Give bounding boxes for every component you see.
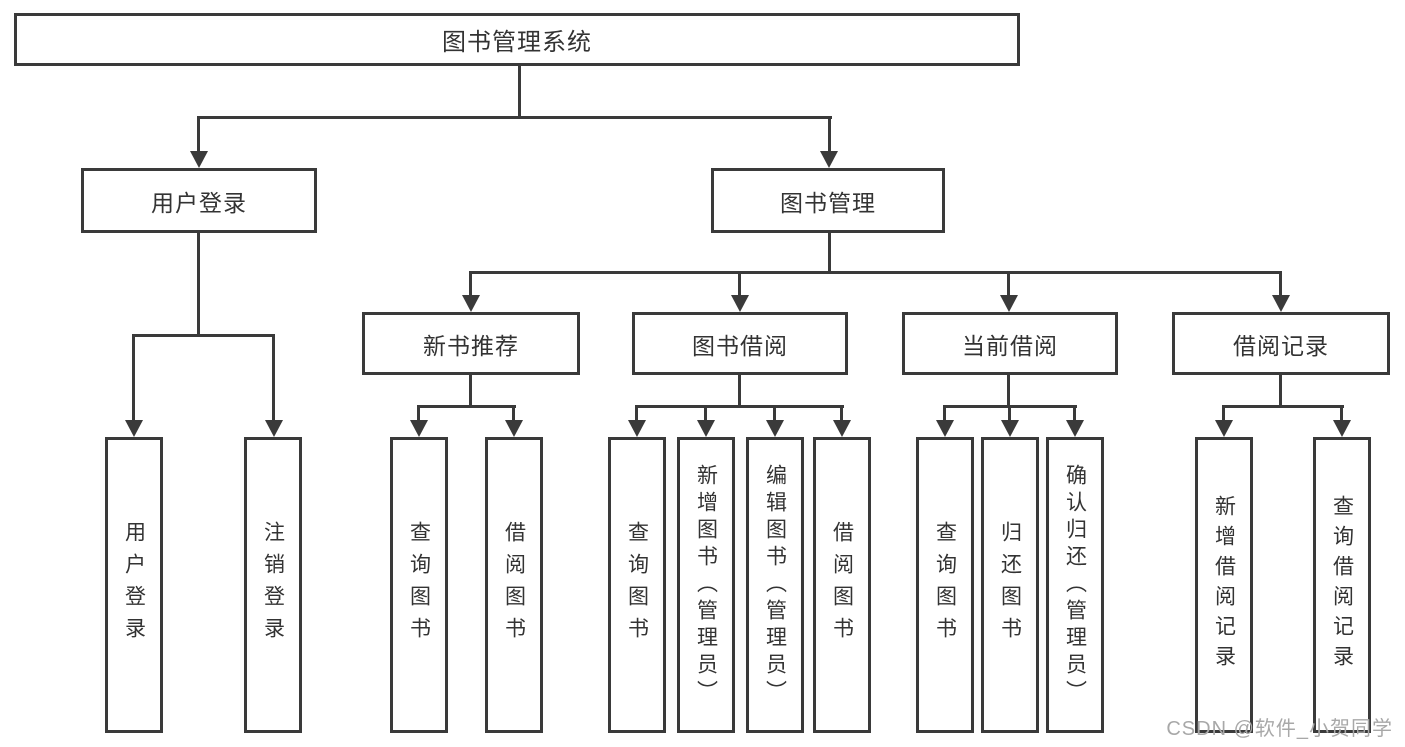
connector-line [1008, 405, 1011, 422]
connector-line [635, 405, 638, 422]
connector-arrowhead-icon [936, 420, 954, 437]
connector-line [738, 271, 741, 299]
connector-line [738, 375, 741, 408]
leaf-user-login: 用户登录 [105, 437, 163, 733]
connector-line [197, 116, 832, 119]
connector-arrowhead-icon [125, 420, 143, 437]
csdn-watermark: CSDN @软件_小贺同学 [1166, 718, 1393, 740]
connector-line [272, 334, 275, 422]
connector-arrowhead-icon [505, 420, 523, 437]
leaf-nb-query-books: 查询图书 [390, 437, 448, 733]
connector-line [197, 233, 200, 337]
connector-arrowhead-icon [820, 151, 838, 168]
connector-arrowhead-icon [1066, 420, 1084, 437]
leaf-cb-return-books: 归还图书 [981, 437, 1039, 733]
connector-line [469, 271, 472, 299]
leaf-nb-borrow-books: 借阅图书 [485, 437, 543, 733]
connector-line [840, 405, 843, 422]
connector-line [828, 116, 831, 156]
node-new-book-recommend: 新书推荐 [362, 312, 580, 375]
connector-arrowhead-icon [697, 420, 715, 437]
connector-line [773, 405, 776, 422]
connector-arrowhead-icon [1272, 295, 1290, 312]
connector-arrowhead-icon [766, 420, 784, 437]
node-root: 图书管理系统 [14, 13, 1020, 66]
connector-line [1222, 405, 1344, 408]
connector-line [417, 405, 420, 422]
leaf-cb-confirm-return: 确认归还（管理员） [1046, 437, 1104, 733]
connector-line [197, 116, 200, 156]
connector-line [1007, 375, 1010, 408]
leaf-br-query-record: 查询借阅记录 [1313, 437, 1371, 733]
leaf-bb-edit-books: 编辑图书（管理员） [746, 437, 804, 733]
node-current-borrowing: 当前借阅 [902, 312, 1118, 375]
node-book-management: 图书管理 [711, 168, 945, 233]
connector-arrowhead-icon [833, 420, 851, 437]
connector-line [132, 334, 275, 337]
connector-line [1222, 405, 1225, 422]
connector-line [1007, 271, 1010, 299]
connector-arrowhead-icon [410, 420, 428, 437]
connector-line [469, 375, 472, 408]
connector-line [1279, 271, 1282, 299]
connector-arrowhead-icon [1215, 420, 1233, 437]
connector-arrowhead-icon [1333, 420, 1351, 437]
connector-line [1279, 375, 1282, 408]
leaf-logout: 注销登录 [244, 437, 302, 733]
connector-line [635, 405, 844, 408]
connector-line [132, 334, 135, 422]
connector-arrowhead-icon [731, 295, 749, 312]
connector-arrowhead-icon [462, 295, 480, 312]
connector-arrowhead-icon [1000, 295, 1018, 312]
node-borrow-records: 借阅记录 [1172, 312, 1390, 375]
connector-arrowhead-icon [265, 420, 283, 437]
leaf-cb-query-books: 查询图书 [916, 437, 974, 733]
connector-arrowhead-icon [190, 151, 208, 168]
connector-line [469, 271, 1282, 274]
node-book-borrowing: 图书借阅 [632, 312, 848, 375]
connector-line [828, 232, 831, 274]
connector-line [1073, 405, 1076, 422]
connector-arrowhead-icon [628, 420, 646, 437]
connector-line [512, 405, 515, 422]
connector-line [943, 405, 946, 422]
connector-line [518, 66, 521, 118]
leaf-bb-query-books: 查询图书 [608, 437, 666, 733]
connector-line [704, 405, 707, 422]
leaf-br-add-record: 新增借阅记录 [1195, 437, 1253, 733]
leaf-bb-borrow-books: 借阅图书 [813, 437, 871, 733]
connector-arrowhead-icon [1001, 420, 1019, 437]
connector-line [1340, 405, 1343, 422]
connector-line [417, 405, 516, 408]
node-user-login: 用户登录 [81, 168, 317, 233]
leaf-bb-add-books: 新增图书（管理员） [677, 437, 735, 733]
